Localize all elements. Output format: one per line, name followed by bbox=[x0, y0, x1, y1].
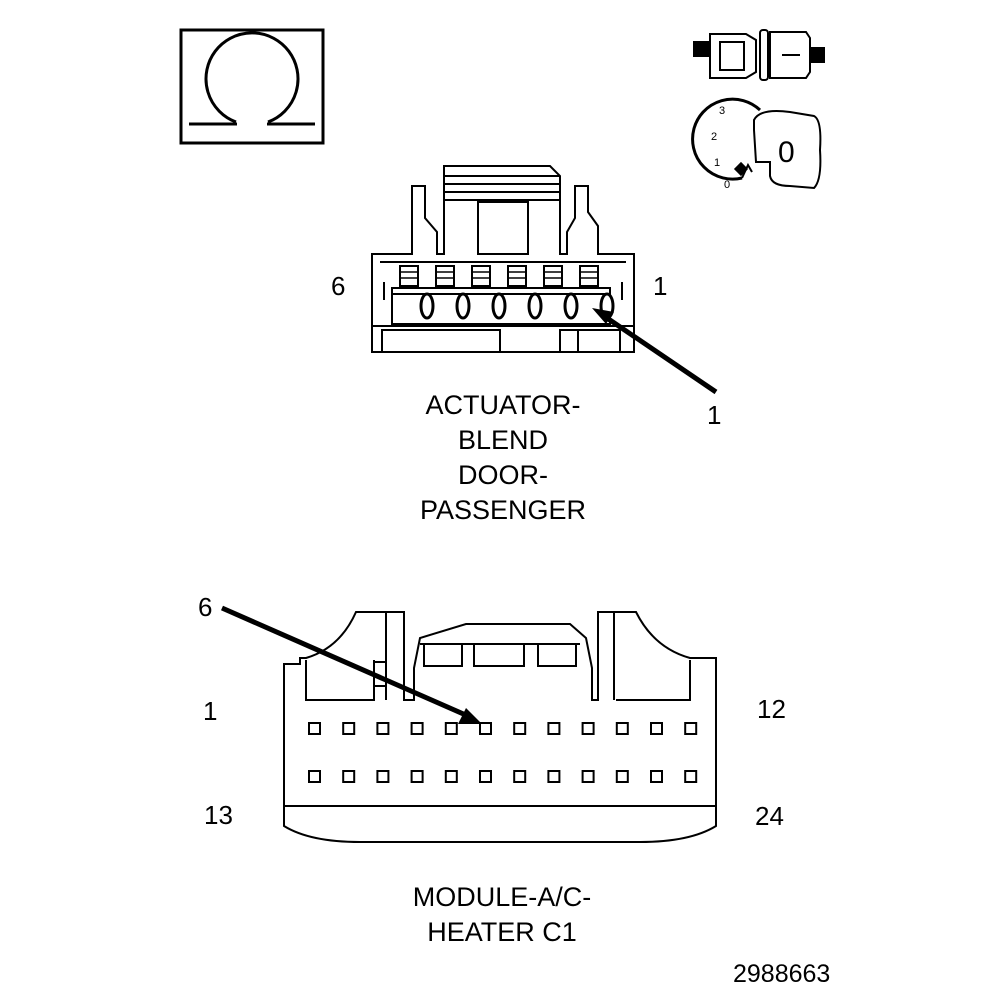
terminal-pin bbox=[563, 292, 579, 320]
actuator-terminal bbox=[399, 265, 435, 320]
module-name-line-2: HEATER C1 bbox=[427, 917, 577, 947]
figure-id: 2988663 bbox=[733, 960, 831, 988]
module-terminal-cavity bbox=[479, 770, 492, 783]
actuator-callout-arrow bbox=[592, 308, 718, 395]
module-terminal-cavity bbox=[615, 722, 629, 735]
terminal-pin bbox=[527, 292, 543, 320]
key-position-3: 3 bbox=[719, 105, 726, 117]
module-callout-label: 6 bbox=[198, 592, 213, 622]
actuator-connector-drawing bbox=[371, 165, 635, 353]
module-pin-label-13: 13 bbox=[204, 800, 233, 830]
module-terminal-cavity bbox=[581, 722, 595, 735]
module-terminal-cavity bbox=[342, 722, 356, 735]
actuator-name-line-4: PASSENGER bbox=[419, 495, 587, 525]
disconnected-connector-icon bbox=[693, 29, 825, 81]
module-terminal-cavity bbox=[308, 770, 321, 783]
key-position-2: 2 bbox=[711, 131, 718, 143]
actuator-terminals bbox=[399, 265, 615, 320]
module-terminal-cavity bbox=[342, 770, 356, 783]
module-terminal-cavity bbox=[410, 722, 424, 735]
module-pin-label-12: 12 bbox=[757, 694, 786, 724]
module-terminal-cavity bbox=[376, 770, 390, 783]
module-terminal-cavity bbox=[308, 722, 321, 735]
module-terminal-cavity bbox=[513, 722, 527, 735]
module-terminal-cavity bbox=[650, 770, 663, 783]
terminal-pin bbox=[419, 292, 435, 320]
module-terminal-cavity bbox=[410, 770, 424, 783]
key-label: 0 bbox=[778, 136, 795, 169]
module-pin-label-1: 1 bbox=[203, 696, 218, 726]
module-connector-drawing bbox=[283, 611, 717, 843]
module-terminal-cavity bbox=[444, 770, 458, 783]
terminal-pin bbox=[455, 292, 471, 320]
actuator-name-line-3: DOOR- bbox=[458, 460, 548, 490]
module-terminals bbox=[308, 722, 698, 783]
module-name-line-1: MODULE-A/C- bbox=[412, 882, 592, 912]
module-terminal-cavity bbox=[376, 722, 390, 735]
terminal-latch bbox=[471, 265, 491, 287]
module-terminal-cavity bbox=[547, 722, 561, 735]
actuator-connector-name: ACTUATOR- BLEND DOOR- PASSENGER bbox=[383, 388, 623, 528]
module-terminal-cavity bbox=[650, 722, 663, 735]
module-terminal-cavity bbox=[479, 722, 492, 735]
actuator-callout-label: 1 bbox=[707, 400, 722, 430]
module-terminal-cavity bbox=[684, 770, 698, 783]
key-position-0: 0 bbox=[724, 179, 731, 191]
actuator-pin-label-right: 1 bbox=[653, 271, 668, 301]
actuator-name-line-2: BLEND bbox=[457, 425, 549, 455]
terminal-pin bbox=[491, 292, 507, 320]
module-pin-label-24: 24 bbox=[755, 801, 784, 831]
terminal-latch bbox=[579, 265, 599, 287]
actuator-pin-label-left: 6 bbox=[331, 271, 346, 301]
module-terminal-cavity bbox=[444, 722, 458, 735]
terminal-latch bbox=[435, 265, 455, 287]
module-terminal-cavity bbox=[513, 770, 527, 783]
key-position-1: 1 bbox=[714, 157, 721, 169]
ignition-key-icon bbox=[691, 97, 822, 190]
module-terminal-cavity bbox=[615, 770, 629, 783]
actuator-name-line-1: ACTUATOR- bbox=[425, 390, 581, 420]
terminal-latch bbox=[507, 265, 527, 287]
module-callout-arrow bbox=[220, 605, 482, 724]
terminal-latch bbox=[543, 265, 563, 287]
actuator-terminal bbox=[471, 265, 507, 320]
module-terminal-cavity bbox=[547, 770, 561, 783]
ohm-symbol-icon bbox=[179, 28, 325, 145]
module-terminal-cavity bbox=[581, 770, 595, 783]
module-terminal-cavity bbox=[684, 722, 698, 735]
actuator-terminal bbox=[543, 265, 579, 320]
actuator-terminal bbox=[507, 265, 543, 320]
actuator-terminal bbox=[435, 265, 471, 320]
terminal-latch bbox=[399, 265, 419, 287]
module-connector-name: MODULE-A/C- HEATER C1 bbox=[362, 880, 642, 950]
